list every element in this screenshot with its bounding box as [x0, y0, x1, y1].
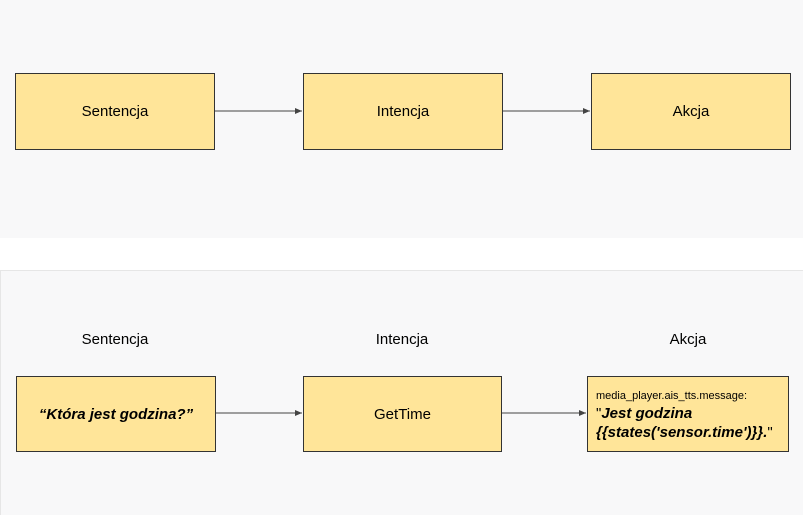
action-quote-open: ": [596, 405, 602, 422]
node-example-sentence: “Która jest godzina?”: [16, 376, 216, 452]
heading-intencja: Intencja: [375, 331, 429, 348]
node-example-action: media_player.ais_tts.message: "Jest godz…: [587, 376, 789, 452]
node-sentencja: Sentencja: [15, 73, 215, 150]
action-quote-close: ": [767, 424, 773, 441]
example-intent-text: GetTime: [374, 405, 431, 423]
node-intencja: Intencja: [303, 73, 503, 150]
action-message-text: Jest godzina {{states('sensor.time')}}.: [596, 405, 768, 441]
example-sentence-text: “Która jest godzina?”: [38, 405, 194, 423]
node-akcja-label: Akcja: [672, 103, 710, 120]
heading-akcja: Akcja: [669, 331, 707, 348]
node-akcja: Akcja: [591, 73, 791, 150]
node-sentencja-label: Sentencja: [81, 103, 149, 120]
node-example-intent: GetTime: [303, 376, 502, 452]
action-service-name: media_player.ais_tts.message:: [596, 390, 748, 402]
node-intencja-label: Intencja: [376, 103, 430, 120]
heading-sentencja: Sentencja: [81, 331, 149, 348]
action-message: "Jest godzina {{states('sensor.time')}}.…: [596, 404, 780, 442]
